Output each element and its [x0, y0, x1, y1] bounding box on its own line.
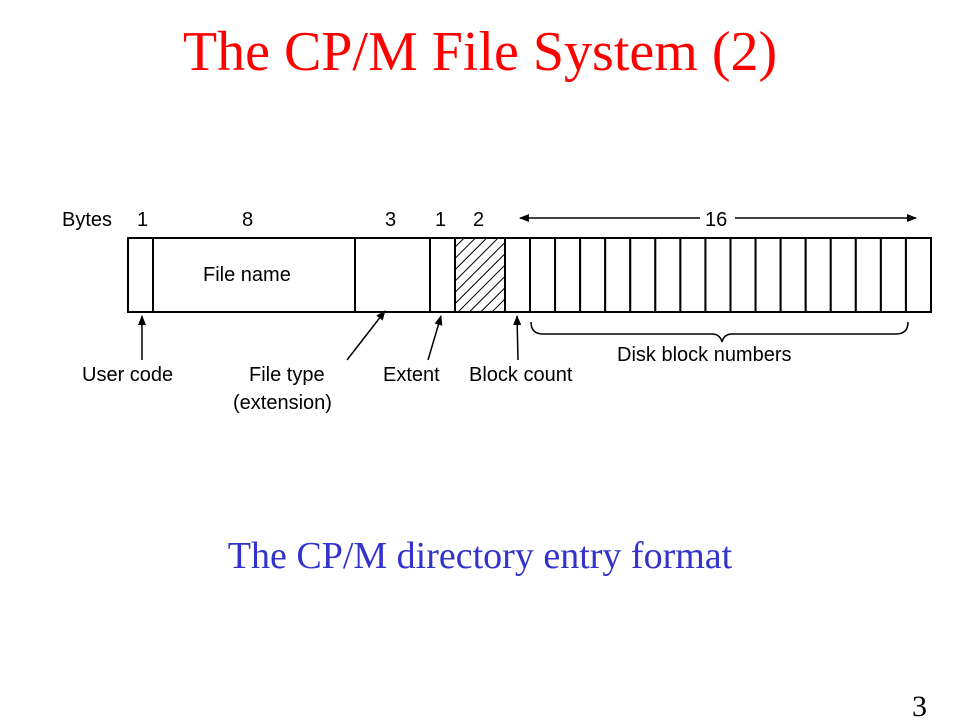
label-file-type-extension: (extension): [233, 392, 332, 414]
arrow-file-type: [346, 310, 386, 361]
bytes-label: Bytes: [62, 209, 112, 231]
field-reserved-hatched: [454, 237, 506, 313]
size-label-disk-blocks: 16: [705, 209, 727, 231]
disk-blocks-brace: [530, 321, 909, 343]
label-file-type: File type: [249, 364, 325, 386]
disk-block-cell: [654, 237, 682, 313]
disk-block-cell: [754, 237, 782, 313]
size-label-user-code: 1: [137, 209, 148, 231]
disk-block-cell: [579, 237, 607, 313]
disk-block-cell: [904, 237, 933, 313]
disk-block-cell: [679, 237, 707, 313]
page-number: 3: [912, 690, 927, 723]
disk-block-cell: [829, 237, 857, 313]
disk-block-cells: [529, 237, 933, 313]
disk-block-cell: [704, 237, 732, 313]
disk-block-cell: [629, 237, 657, 313]
field-extent: [429, 237, 456, 313]
disk-block-cell: [804, 237, 832, 313]
field-block-count: [504, 237, 531, 313]
disk-block-cell: [779, 237, 807, 313]
size-label-file-name: 8: [242, 209, 253, 231]
disk-block-cell: [604, 237, 632, 313]
slide-title: The CP/M File System (2): [182, 21, 778, 83]
label-extent: Extent: [383, 364, 440, 386]
size-label-block-count: 2: [473, 209, 484, 231]
diagram-caption: The CP/M directory entry format: [227, 535, 733, 577]
label-block-count: Block count: [469, 364, 573, 386]
field-file-name: [152, 237, 356, 313]
file-name-label: File name: [203, 264, 291, 286]
label-disk-block-numbers: Disk block numbers: [617, 344, 792, 366]
disk-block-cell: [554, 237, 582, 313]
disk-block-cell: [854, 237, 882, 313]
disk-block-cell: [879, 237, 907, 313]
disk-block-cell: [729, 237, 757, 313]
size-label-extent: 1: [435, 209, 446, 231]
disk-block-cell: [529, 237, 557, 313]
size-label-file-type: 3: [385, 209, 396, 231]
field-file-type: [354, 237, 431, 313]
field-user-code: [127, 237, 154, 313]
arrow-block-count: [513, 315, 522, 361]
arrow-extent: [427, 315, 443, 361]
label-user-code: User code: [82, 364, 173, 386]
